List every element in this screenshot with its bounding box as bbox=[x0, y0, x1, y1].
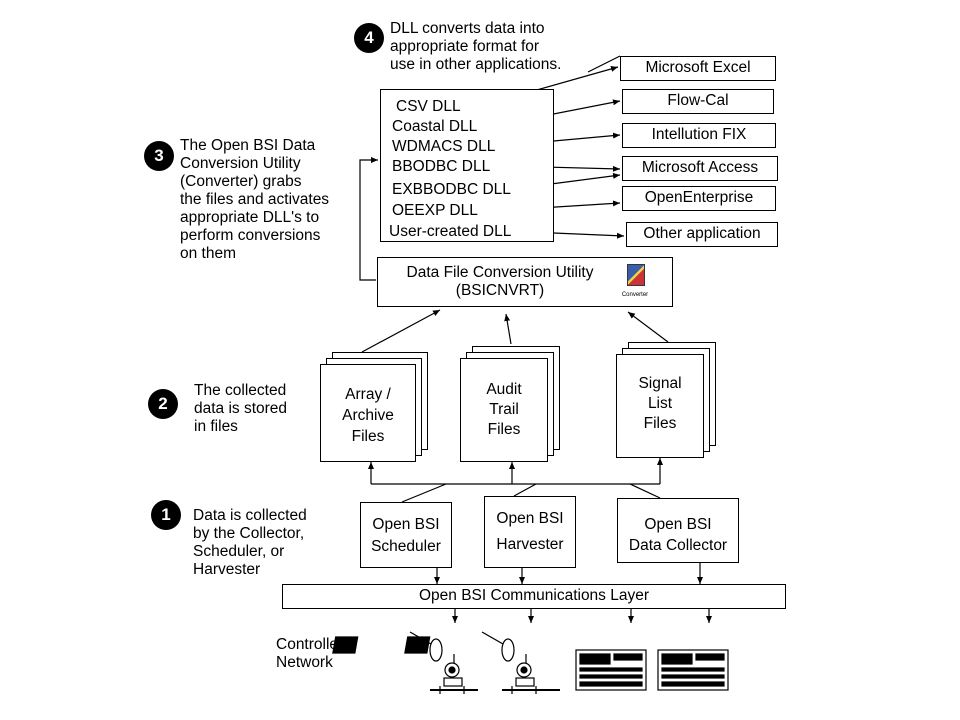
dll-bbodbc: BBODBC DLL bbox=[392, 158, 491, 175]
dll-list-box bbox=[380, 89, 554, 242]
collector-scheduler bbox=[360, 502, 452, 568]
converter-icon-label: Converter bbox=[621, 292, 649, 298]
file-audit-trail bbox=[460, 358, 548, 462]
dll-user-created: User-created DLL bbox=[389, 223, 512, 240]
app-flow-cal: Flow-Cal bbox=[622, 89, 774, 114]
rtu-solar-icon bbox=[332, 631, 478, 694]
controller-rack-icon bbox=[657, 649, 729, 691]
converter-icon: Converter bbox=[618, 264, 652, 302]
app-openenterprise: OpenEnterprise bbox=[622, 186, 776, 211]
dll-coastal: Coastal DLL bbox=[392, 118, 478, 135]
converter-box bbox=[377, 257, 673, 307]
converter-title: Data File Conversion Utility(BSICNVRT) bbox=[406, 264, 594, 299]
dll-csv: CSV DLL bbox=[396, 98, 461, 115]
step-4-marker: 4 bbox=[354, 23, 384, 53]
step-1-marker: 1 bbox=[151, 500, 181, 530]
rtu-solar-icon bbox=[404, 631, 560, 694]
controller-rack-icon bbox=[575, 649, 647, 691]
app-microsoft-excel: Microsoft Excel bbox=[620, 56, 776, 81]
communications-layer-label: Open BSI Communications Layer bbox=[418, 587, 650, 604]
dll-exbbodbc: EXBBODBC DLL bbox=[392, 181, 511, 198]
step-3-marker: 3 bbox=[144, 141, 174, 171]
collector-data-collector bbox=[617, 498, 739, 563]
app-microsoft-access: Microsoft Access bbox=[622, 156, 778, 181]
app-intellution-fix: Intellution FIX bbox=[622, 123, 776, 148]
dll-oeexp: OEEXP DLL bbox=[392, 202, 478, 219]
app-other-application: Other application bbox=[626, 222, 778, 247]
dll-wdmacs: WDMACS DLL bbox=[392, 138, 496, 155]
communications-layer bbox=[282, 584, 786, 609]
collector-harvester bbox=[484, 496, 576, 568]
file-signal-list bbox=[616, 354, 704, 458]
file-array-archive bbox=[320, 364, 416, 462]
step-2-marker: 2 bbox=[148, 389, 178, 419]
